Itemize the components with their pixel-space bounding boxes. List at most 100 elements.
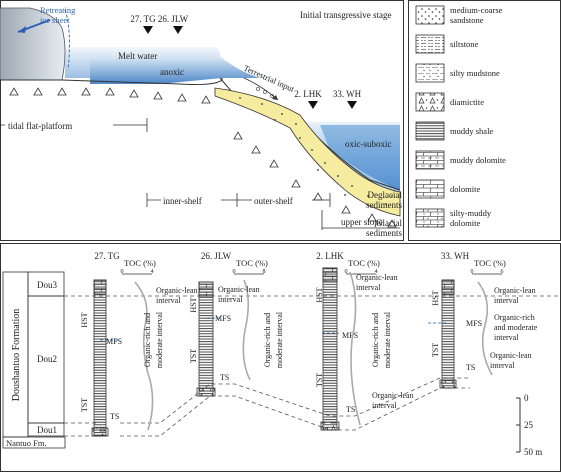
note-wh: and moderate [494, 323, 538, 332]
glacial-triangle [81, 87, 91, 96]
toc-curve-tg [134, 281, 154, 431]
oxic-water-deep [320, 125, 400, 195]
tidal-flat-label: tidal flat-platform [8, 121, 72, 131]
melt-water-label: Melt water [118, 51, 157, 61]
seq-tst-jlw: TST [189, 349, 198, 363]
seq-mfs-wh: MFS [466, 319, 482, 328]
column-base-jlw [196, 387, 216, 397]
toc-tick-0-wh: 0 [471, 269, 474, 275]
column-lhk [322, 267, 338, 431]
ice-sheet-label: ice sheet [40, 15, 70, 25]
seq-tst-tg: TST [80, 398, 89, 412]
column-cap-tg [93, 279, 107, 295]
formation-label: Doushantuo Formation [11, 309, 22, 402]
toc-tick-0-lhk: 0 [345, 269, 348, 275]
legend-label-silty-muddy-dolomite: dolomite [450, 218, 480, 228]
nantuo-label: Nantuo Fm. [6, 438, 47, 448]
legend-swatch-muddy-shale [415, 121, 445, 141]
site-marker-wh [347, 101, 357, 109]
note-wh: interval [494, 296, 519, 305]
legend-swatch-sandstone [415, 5, 445, 25]
column-cap-wh [441, 279, 455, 295]
note-tg: Organic-lean [156, 286, 198, 295]
ice-sheet [0, 7, 66, 81]
glacial-triangle [201, 95, 211, 104]
legend-swatch-diamictite [415, 92, 445, 112]
glacial-triangle [9, 87, 19, 96]
seq-ts-jlw: TS [220, 373, 229, 382]
column-base-wh [439, 379, 457, 389]
legend-swatch-silty-mudstone [415, 63, 445, 83]
seq-hst-lhk: HST [315, 287, 324, 302]
note-wh: Organic-lean [490, 351, 532, 360]
stage-title: Initial transgressive stage [300, 10, 391, 20]
toc-tick-0-tg: 0 [121, 269, 124, 275]
toc-tick-0-jlw: 0 [233, 269, 236, 275]
ts-correlation-line [64, 377, 470, 424]
toc-label-jlw: TOC (%) [236, 258, 268, 268]
retreating-label: Retreating [40, 5, 76, 15]
glacial-triangle [341, 205, 351, 214]
glacial-triangle [387, 219, 397, 228]
sediment-dot [239, 97, 241, 99]
seq-tst-wh: TST [431, 343, 440, 357]
legend-label-silty-muddy-dolomite: silty-muddy [450, 208, 492, 218]
note-tg: Organic-rich and [143, 313, 152, 367]
oxic-suboxic-label: oxic-suboxic [345, 139, 392, 149]
column-cap-jlw [198, 281, 214, 297]
toc-curve-jlw [242, 279, 251, 381]
toc-label-wh: TOC (%) [474, 258, 506, 268]
sediment-dot [337, 175, 339, 177]
toc-tick-1-jlw: 8 [263, 269, 266, 275]
site-label-tg: 27. TG [130, 14, 156, 24]
dou1-label: Dou1 [37, 425, 57, 435]
outer-shelf-label: outer-shelf [254, 196, 293, 206]
sediment-dot [261, 103, 263, 105]
column-wh [441, 279, 455, 389]
seq-ts-lhk: TS [346, 405, 355, 414]
legend-label-sandstone: medium-coarse [450, 5, 503, 15]
legend-label-silty-mudstone: silty mudstone [450, 68, 500, 78]
sediment-dot [295, 123, 297, 125]
toc-curve-lhk [349, 271, 361, 426]
dou2-label: Dou2 [37, 354, 57, 364]
seq-mfs-tg: MFS [106, 337, 122, 346]
sediment-dot [351, 185, 353, 187]
legend-swatch-silty-muddy-dolomite [415, 208, 445, 228]
sediment-dot [281, 113, 283, 115]
section-title-lhk: 2. LHK [316, 251, 344, 261]
seq-mfs-jlw: MFS [215, 314, 231, 323]
note-wh: Organic-lean [494, 286, 536, 295]
particle [270, 94, 274, 98]
base-correlation-line [64, 387, 470, 437]
note-wh: interval [490, 361, 515, 370]
seq-hst-wh: HST [431, 290, 440, 305]
scale-label-50: 50 m [524, 447, 542, 457]
note-jlw: Organic-rich and [263, 313, 272, 367]
seq-ts-wh: TS [466, 363, 475, 372]
outer-shelf-bg [252, 195, 312, 206]
seq-mfs-lhk: MFS [342, 331, 358, 340]
site-marker-tg [143, 26, 153, 34]
terrestrial-particles [256, 87, 274, 98]
glacial-triangle [153, 91, 163, 100]
toc-tick-1-wh: 6 [501, 269, 504, 275]
deglacial-label-2: sediments [366, 200, 402, 210]
glacial-triangle [367, 213, 377, 222]
scale-label-0: 0 [524, 393, 529, 403]
note-jlw: Organic-lean [218, 285, 260, 294]
glacial-triangle [251, 145, 261, 154]
sediment-dot [274, 119, 276, 121]
note-wh: interval [494, 333, 519, 342]
toc-tick-1-tg: 4 [151, 269, 154, 275]
legend-label-dolomite: dolomite [450, 184, 480, 194]
section-title-tg: 27. TG [94, 251, 120, 261]
terrestrial-arrow-head [272, 95, 278, 100]
legend-label-diamictite: diamictite [450, 97, 484, 107]
column-base-tg [91, 427, 109, 437]
note-lhk: Organic-rich and [371, 313, 380, 367]
note-jlw: interval [218, 295, 243, 304]
